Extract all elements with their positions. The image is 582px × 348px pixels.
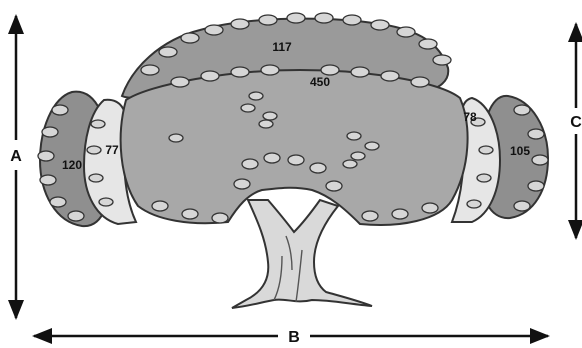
- dimension-a: A: [10, 16, 22, 318]
- dimension-a-label: A: [10, 148, 22, 165]
- main-canopy-section: [121, 70, 468, 225]
- label-left-inner: 77: [105, 143, 119, 157]
- label-top-section: 117: [272, 40, 292, 54]
- dimension-b: B: [34, 329, 548, 346]
- dimension-c: C: [570, 24, 582, 238]
- label-main-section: 450: [310, 75, 330, 89]
- label-right-outer: 105: [510, 144, 530, 158]
- label-right-inner: 78: [463, 110, 477, 124]
- dimension-c-label: C: [570, 114, 582, 131]
- label-left-outer: 120: [62, 158, 82, 172]
- dimension-b-label: B: [288, 329, 300, 346]
